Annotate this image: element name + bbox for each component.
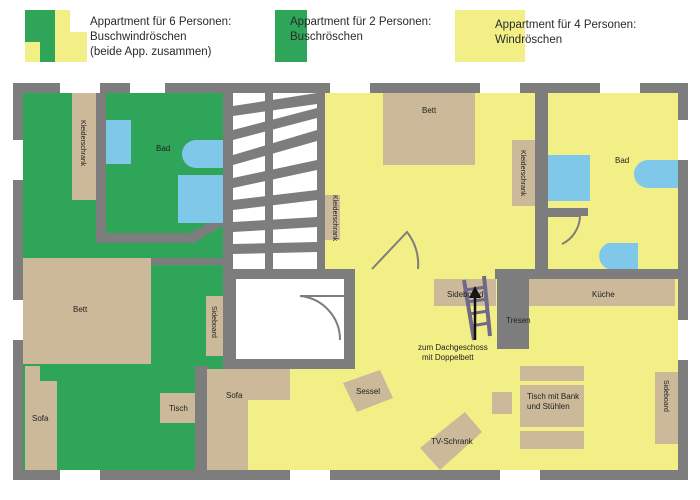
chair-top <box>520 366 584 381</box>
legend-item-4-persons: Appartment für 4 Personen: Windröschen <box>455 10 636 62</box>
table-bank <box>520 385 584 427</box>
legend-swatch-yellow-4 <box>455 10 485 62</box>
bench-bottom <box>520 431 584 449</box>
wall-bed-bath <box>535 93 548 269</box>
label-tresen: Tresen <box>506 316 531 325</box>
legend-2-line2: Buschröschen <box>290 31 363 43</box>
sink-right <box>599 243 638 269</box>
legend-6-line2: Buschwindröschen <box>90 31 187 43</box>
label-sideboard-left: Sideboard <box>210 306 217 338</box>
sideboard-left <box>206 296 223 356</box>
wall-stair-right <box>317 93 325 269</box>
legend-4-line1: Appartment für 4 Personen: <box>495 19 636 31</box>
legend-item-2-persons: Appartment für 2 Personen: Buschröschen <box>275 10 431 62</box>
shower-left <box>178 175 223 223</box>
label-kueche: Küche <box>592 290 615 299</box>
wall-green-yellow-lower <box>195 366 208 470</box>
label-sessel: Sessel <box>356 387 380 396</box>
legend-6-line1: Appartment für 6 Personen: <box>90 16 231 28</box>
legend-4-line2: Windröschen <box>495 34 562 46</box>
sideboard-right <box>655 372 678 444</box>
wall-hall-right <box>344 279 355 369</box>
kueche-counter <box>529 279 675 306</box>
label-kleiderschrank-left: Kleiderschrank <box>79 120 86 167</box>
label-kleiderschrank-right: Kleiderschrank <box>519 150 526 197</box>
furniture <box>23 93 678 470</box>
label-sideboard-middle: Sideboard <box>447 290 483 299</box>
hall-area <box>236 279 344 359</box>
shower-right <box>548 155 590 201</box>
wall-kitchen-top <box>495 269 678 279</box>
bad-left <box>96 93 223 243</box>
legend-6-line3: (beide App. zusammen) <box>90 46 212 58</box>
yellow-apartment <box>207 93 678 470</box>
wall-stair-bottom <box>233 269 355 279</box>
wall-hall-bottom <box>233 359 355 369</box>
tv-schrank <box>420 412 482 470</box>
wall-left-vertical <box>223 93 233 469</box>
nightstand-left <box>25 366 40 381</box>
staircase-steps <box>233 93 317 269</box>
legend-item-6-persons: Appartment für 6 Personen: Buschwindrösc… <box>25 10 231 62</box>
kleiderschrank-stair <box>325 195 340 240</box>
label-tisch-bank-2: und Stühlen <box>527 402 570 411</box>
doors <box>130 215 582 341</box>
label-tisch-left: Tisch <box>169 404 188 413</box>
sofa-left <box>25 381 57 470</box>
label-bad-right: Bad <box>615 156 629 165</box>
room-labels: Kleiderschrank Bad Bett Sofa Sideboard T… <box>32 106 669 446</box>
arrow-up-icon <box>469 286 481 340</box>
label-sofa-right: Sofa <box>226 391 243 400</box>
label-bad-left: Bad <box>156 144 170 153</box>
ladder-icon <box>462 275 492 341</box>
label-kleiderschrank-stair: Kleiderschrank <box>331 195 338 242</box>
label-bett-left: Bett <box>73 305 88 314</box>
legend-2-line1: Appartment für 2 Personen: <box>290 16 431 28</box>
label-bett-top: Bett <box>422 106 437 115</box>
windows <box>13 83 688 480</box>
label-dachgeschoss-1: zum Dachgeschoss <box>418 343 488 352</box>
label-dachgeschoss-2: mit Doppelbett <box>422 353 474 362</box>
sofa-right <box>207 369 290 470</box>
label-tv-schrank: TV-Schrank <box>431 437 474 446</box>
legend: Appartment für 6 Personen: Buschwindrösc… <box>25 10 636 62</box>
chair-left <box>492 392 512 414</box>
label-sideboard-right: Sideboard <box>662 380 669 412</box>
kleiderschrank-right <box>512 140 535 206</box>
label-tisch-bank-1: Tisch mit Bank <box>527 392 580 401</box>
sink-left <box>106 120 131 164</box>
tresen <box>497 279 529 349</box>
tisch-left <box>160 393 195 423</box>
bett-left <box>23 258 151 364</box>
bett-top <box>383 93 475 165</box>
legend-swatch-green-2 <box>275 10 307 62</box>
label-sofa-left: Sofa <box>32 414 49 423</box>
toilet-left <box>182 140 223 168</box>
sessel <box>343 370 393 412</box>
toilet-right <box>634 160 678 188</box>
kleiderschrank-left <box>72 93 96 200</box>
